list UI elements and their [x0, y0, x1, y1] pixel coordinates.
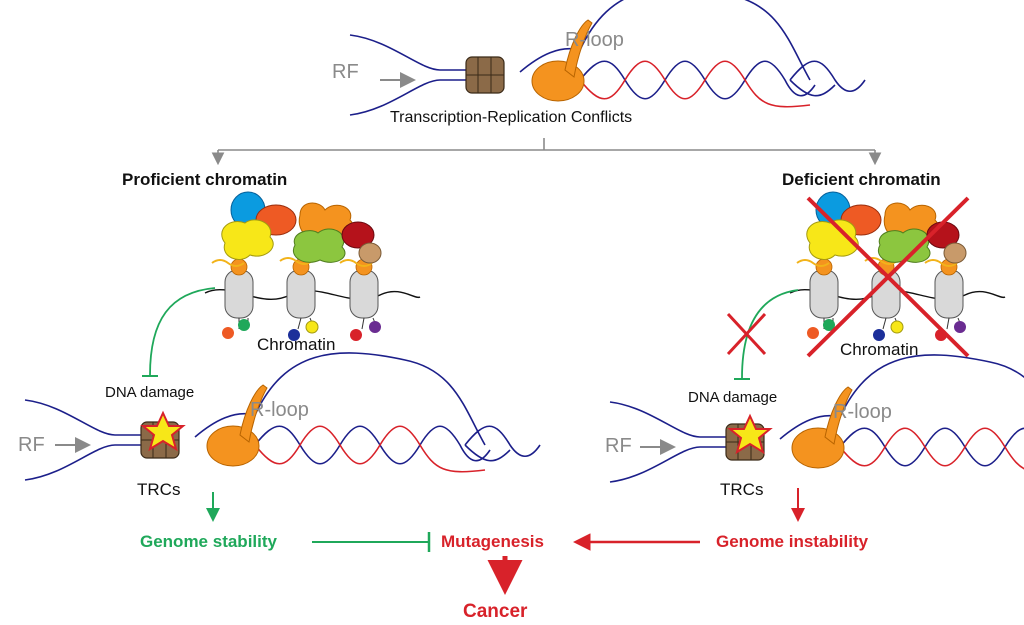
left-damage-label: DNA damage	[105, 384, 195, 401]
right-heading: Deficient chromatin	[782, 170, 941, 189]
left-heading: Proficient chromatin	[122, 170, 288, 189]
top-trc-complex	[350, 0, 865, 115]
left-inhibit-line	[149, 287, 216, 376]
right-inhibit-line	[741, 289, 799, 379]
right-chromatin-label: Chromatin	[840, 340, 919, 359]
top-rf-label: RF	[332, 61, 359, 83]
genome-instability-label: Genome instability	[716, 532, 869, 551]
inhibit-cross-b	[726, 312, 767, 356]
right-rloop-label: R-loop	[833, 401, 892, 423]
right-damage-label: DNA damage	[688, 389, 778, 406]
right-trc-complex	[610, 355, 1024, 482]
left-chromatin-label: Chromatin	[257, 335, 336, 354]
right-trcs-label: TRCs	[720, 480, 764, 499]
top-caption: Transcription-Replication Conflicts	[390, 109, 633, 126]
chromatin-cross-b	[806, 196, 970, 358]
right-rf-label: RF	[605, 435, 632, 457]
left-trcs-label: TRCs	[137, 480, 181, 499]
top-rloop-label: R-loop	[565, 29, 624, 51]
left-chromatin-art	[204, 191, 421, 342]
left-rloop-label: R-loop	[250, 399, 309, 421]
cancer-label: Cancer	[463, 601, 528, 622]
genome-stability-label: Genome stability	[140, 532, 277, 551]
mutagenesis-label: Mutagenesis	[441, 532, 544, 551]
left-rf-label: RF	[18, 434, 45, 456]
